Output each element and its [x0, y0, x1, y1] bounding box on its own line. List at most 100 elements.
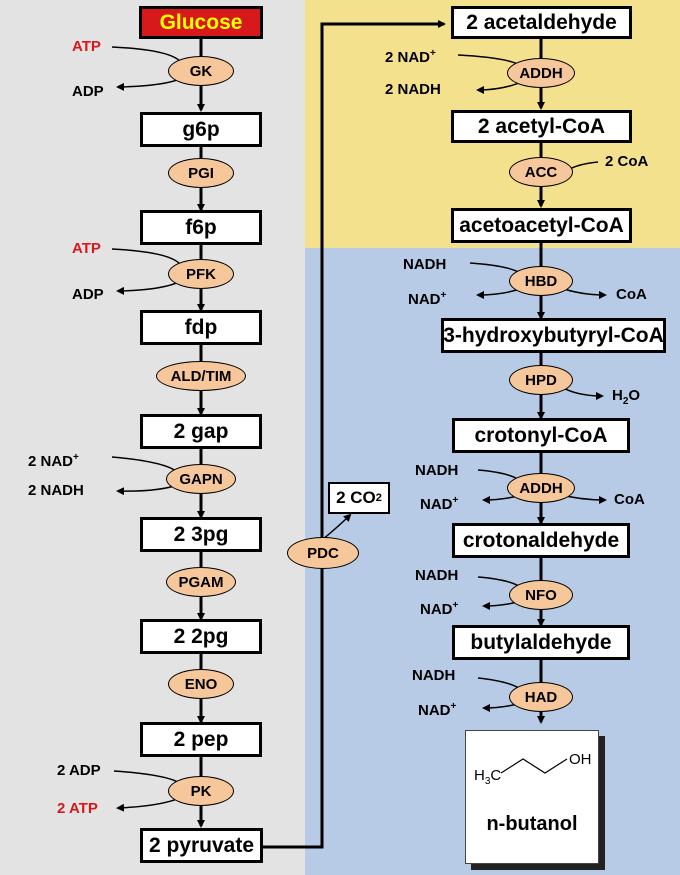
metabolite-fdp: fdp: [140, 310, 262, 345]
metabolite-gap: 2 gap: [140, 414, 262, 449]
enzyme-gk: GK: [168, 56, 234, 86]
nfo-label: NFO: [525, 586, 557, 604]
hbd-nadh-in: NADH: [403, 256, 447, 273]
metabolite-butylaldehyde: butylaldehyde: [452, 625, 630, 660]
gap-label: 2 gap: [173, 419, 229, 443]
co2-label: 2 CO: [336, 488, 376, 507]
butanol-label: n-butanol: [486, 813, 578, 835]
metabolite-acetaldehyde: 2 acetaldehyde: [451, 6, 632, 39]
butylaldehyde-label: butylaldehyde: [470, 630, 612, 654]
nfo-nad-sup: +: [452, 600, 459, 611]
addh2-nad-text: NAD: [420, 496, 453, 513]
metabolite-crotonaldehyde: crotonaldehyde: [452, 523, 630, 558]
glucose-label: Glucose: [159, 10, 243, 34]
addh1-nad-text: 2 NAD: [385, 49, 431, 66]
enzyme-hpd: HPD: [509, 365, 573, 395]
gapn-nad-in: 2 NAD+: [28, 449, 79, 471]
gapn-nad-sup: +: [73, 452, 79, 463]
hydroxybutyryl-coa-label: 3-hydroxybutyryl-CoA: [443, 323, 664, 347]
metabolite-pep: 2 pep: [140, 722, 262, 757]
enzyme-pfk: PFK: [168, 259, 234, 289]
addh2-nad-sup: +: [452, 495, 459, 506]
enzyme-eno: ENO: [168, 669, 234, 699]
pfk-adp-out: ADP: [72, 286, 104, 303]
metabolite-2pg: 2 2pg: [140, 619, 262, 654]
enzyme-ald-tim: ALD/TIM: [156, 361, 246, 391]
hpd-label: HPD: [525, 371, 557, 389]
gk-label: GK: [189, 62, 213, 80]
pgam-label: PGAM: [178, 573, 224, 591]
2pg-label: 2 2pg: [173, 624, 229, 648]
addh-1-label: ADDH: [519, 64, 563, 82]
crotonyl-coa-label: crotonyl-CoA: [474, 423, 608, 447]
acetoacetyl-coa-label: acetoacetyl-CoA: [459, 213, 624, 237]
enzyme-pdc: PDC: [287, 537, 359, 569]
addh2-nad-out: NAD+: [420, 492, 458, 514]
eno-label: ENO: [184, 675, 218, 693]
acc-coa-in: 2 CoA: [605, 153, 649, 170]
metabolite-3pg: 2 3pg: [140, 517, 262, 552]
h3c-h: H: [474, 767, 485, 784]
metabolite-hydroxybutyryl-coa: 3-hydroxybutyryl-CoA: [441, 318, 666, 353]
metabolite-g6p: g6p: [140, 112, 262, 147]
addh1-nadh-out: 2 NADH: [385, 81, 441, 98]
butanol-structure: [500, 758, 568, 774]
acetaldehyde-label: 2 acetaldehyde: [466, 10, 617, 34]
gk-adp-out: ADP: [72, 83, 104, 100]
enzyme-addh-1: ADDH: [507, 58, 575, 88]
hbd-coa-out: CoA: [616, 286, 647, 303]
product-butanol: H3C OH n-butanol: [465, 730, 599, 864]
had-nad-text: NAD: [418, 702, 451, 719]
g6p-label: g6p: [182, 117, 220, 141]
pfk-label: PFK: [186, 265, 216, 283]
h3c-sub: 3: [484, 776, 491, 787]
metabolite-f6p: f6p: [140, 210, 262, 245]
hbd-label: HBD: [524, 272, 558, 290]
nfo-nad-text: NAD: [420, 601, 453, 618]
enzyme-gapn: GAPN: [166, 464, 236, 494]
acc-label: ACC: [524, 163, 558, 181]
3pg-label: 2 3pg: [173, 522, 229, 546]
hpd-water-o: O: [628, 387, 641, 404]
pk-adp-in: 2 ADP: [57, 762, 101, 779]
hbd-nad-out: NAD+: [408, 287, 446, 309]
had-nad-out: NAD+: [418, 698, 456, 720]
gapn-nad-text: 2 NAD: [28, 453, 74, 470]
enzyme-pgi: PGI: [168, 158, 234, 188]
pyruvate-label: 2 pyruvate: [148, 833, 255, 857]
enzyme-addh-2: ADDH: [507, 473, 575, 503]
enzyme-pgam: PGAM: [166, 567, 236, 597]
hbd-nad-sup: +: [440, 290, 447, 301]
hpd-water-out: H2O: [612, 387, 640, 411]
enzyme-had: HAD: [509, 682, 573, 712]
enzyme-pk: PK: [168, 776, 234, 806]
enzyme-hbd: HBD: [509, 266, 573, 296]
enzyme-nfo: NFO: [509, 580, 573, 610]
hpd-water-h: H: [612, 387, 623, 404]
metabolite-crotonyl-coa: crotonyl-CoA: [452, 418, 630, 453]
had-label: HAD: [524, 688, 558, 706]
butanol-ch3: H3C: [474, 767, 501, 787]
enzyme-acc: ACC: [509, 157, 573, 187]
pep-label: 2 pep: [173, 727, 229, 751]
addh-2-label: ADDH: [519, 479, 563, 497]
ald-tim-label: ALD/TIM: [170, 367, 232, 385]
addh1-nad-sup: +: [430, 48, 436, 59]
had-nadh-in: NADH: [412, 667, 456, 684]
addh2-nadh-in: NADH: [415, 462, 459, 479]
pdc-label: PDC: [307, 544, 339, 562]
metabolite-acetoacetyl-coa: acetoacetyl-CoA: [451, 208, 632, 243]
gapn-label: GAPN: [179, 470, 223, 488]
butanol-oh: OH: [569, 751, 592, 768]
f6p-label: f6p: [185, 215, 217, 239]
hbd-nad-text: NAD: [408, 291, 441, 308]
fdp-label: fdp: [184, 315, 218, 339]
crotonaldehyde-label: crotonaldehyde: [462, 528, 620, 552]
pk-label: PK: [190, 782, 212, 800]
co2-sub: 2: [375, 492, 382, 504]
addh2-coa-out: CoA: [614, 491, 645, 508]
had-nad-sup: +: [450, 701, 457, 712]
addh1-nad-in: 2 NAD+: [385, 45, 436, 67]
